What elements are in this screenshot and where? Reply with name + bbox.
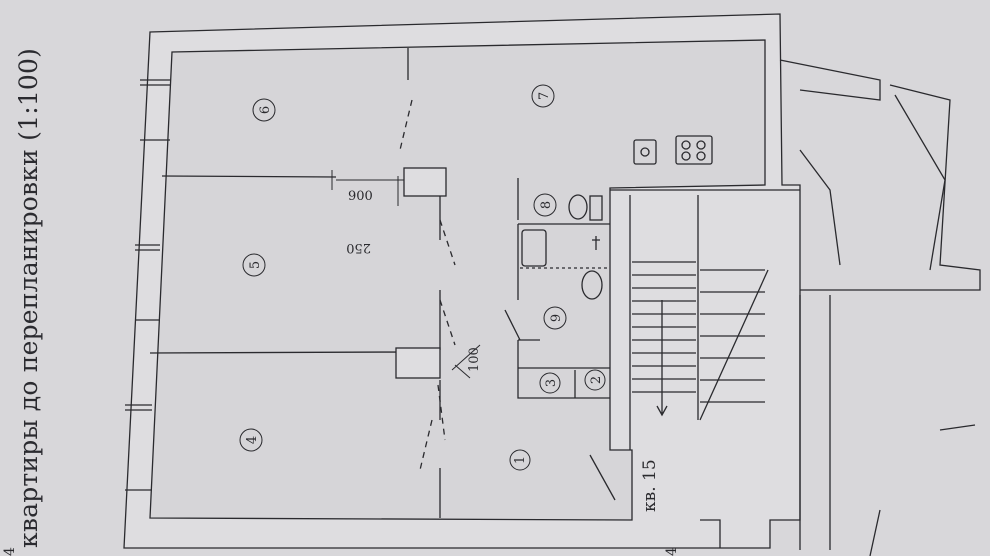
dimension-100: 100 [467, 347, 482, 372]
room-2-number: 2 [589, 376, 604, 384]
neighbour-wall [779, 59, 981, 291]
bathroom-wall [517, 178, 610, 399]
dimension-900: 900 [348, 189, 373, 204]
bathtub [521, 229, 547, 267]
room-3-number: 3 [544, 379, 559, 387]
stair-well [610, 189, 800, 450]
room-5-number: 5 [248, 261, 263, 269]
room-circles [239, 84, 606, 471]
dimension-lines [331, 170, 481, 379]
pillar-upper [403, 167, 447, 197]
sink [581, 270, 603, 300]
stove [675, 135, 713, 165]
room-7-number: 7 [537, 92, 552, 100]
entry-door-swing [589, 454, 616, 501]
room-8-number: 8 [539, 201, 554, 209]
windows-left [125, 79, 170, 491]
room-9-number: 9 [549, 314, 564, 322]
margin-number-right: 4 [664, 547, 680, 556]
room-4-number: 4 [245, 436, 260, 444]
stair-arrow [656, 300, 668, 417]
inner-wall-outline [149, 39, 766, 521]
partition-5-6 [161, 175, 337, 178]
room-1-number: 1 [513, 456, 528, 464]
pillar-lower [395, 347, 441, 379]
room-6-number: 6 [258, 106, 273, 114]
stair-steps [632, 261, 769, 421]
kitchen-sink [633, 139, 657, 165]
dimension-250: 250 [346, 240, 371, 255]
toilet [568, 194, 588, 220]
door-swings [399, 99, 456, 471]
apartment-label: кв. 15 [640, 459, 660, 512]
